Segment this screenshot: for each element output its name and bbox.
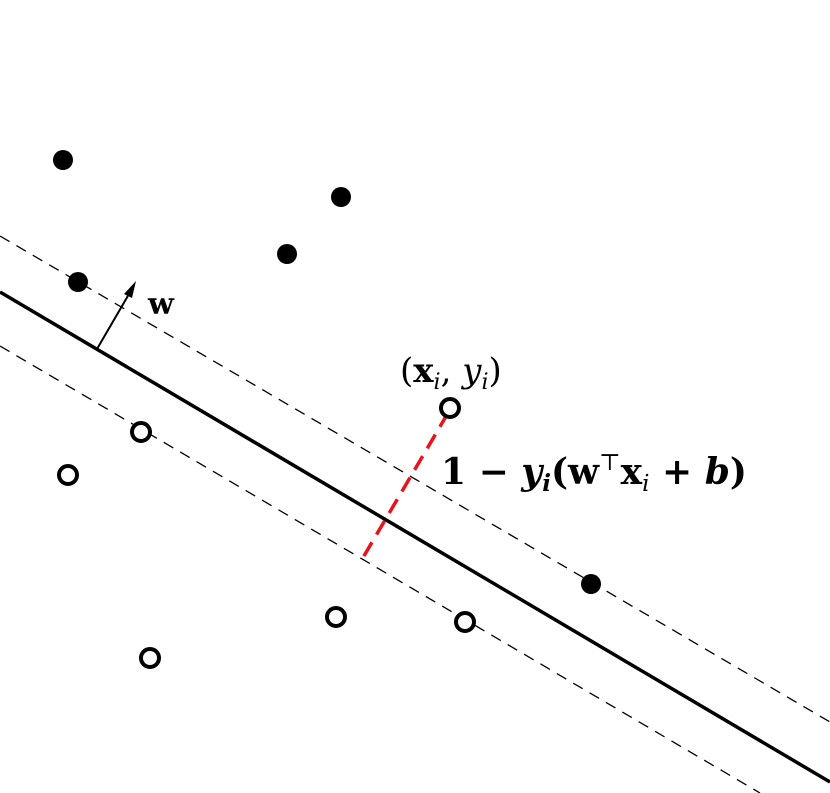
positive-point bbox=[331, 187, 351, 207]
point-label-close: ) bbox=[488, 351, 501, 391]
slack-label: 1 − yi(w⊤xi + b) bbox=[441, 450, 747, 497]
slack-label-y: y bbox=[520, 451, 544, 493]
point-label-x-subscript: i bbox=[434, 370, 441, 395]
positive-point bbox=[53, 150, 73, 170]
positive-point bbox=[277, 244, 297, 264]
slack-distance-line bbox=[359, 412, 450, 562]
slack-label-one-minus: 1 − bbox=[441, 451, 521, 493]
positive-point bbox=[581, 574, 601, 594]
negative-point bbox=[325, 606, 347, 628]
slack-label-x: x bbox=[621, 451, 643, 493]
slack-label-transpose: ⊤ bbox=[599, 450, 621, 476]
negative-points bbox=[57, 397, 476, 669]
violating-point bbox=[439, 397, 461, 419]
slack-label-paren-open: ( bbox=[551, 451, 568, 493]
positive-points bbox=[53, 150, 601, 594]
slack-label-b: b bbox=[705, 451, 730, 493]
normal-vector-label: w bbox=[147, 287, 175, 322]
point-label: (xi, yi) bbox=[400, 351, 502, 395]
positive-point bbox=[68, 272, 88, 292]
point-label-open: ( bbox=[400, 351, 413, 391]
negative-point bbox=[139, 647, 161, 669]
slack-label-x-subscript: i bbox=[642, 471, 649, 497]
upper-margin-line bbox=[0, 235, 830, 723]
slack-label-plus: + bbox=[649, 451, 704, 493]
lower-margin-line bbox=[0, 345, 761, 793]
point-label-y: y bbox=[460, 351, 482, 391]
point-label-y-subscript: i bbox=[481, 370, 488, 395]
slack-label-w: w bbox=[567, 451, 600, 493]
slack-label-y-subscript: i bbox=[542, 470, 551, 497]
negative-point bbox=[57, 464, 79, 486]
negative-point bbox=[454, 611, 476, 633]
point-label-comma: , bbox=[441, 351, 463, 391]
point-label-x: x bbox=[413, 351, 434, 391]
slack-label-paren-close: ) bbox=[730, 451, 747, 493]
decision-boundary bbox=[0, 290, 830, 784]
normal-vector-arrowhead bbox=[124, 281, 136, 298]
negative-point bbox=[130, 421, 152, 443]
normal-vector-shaft bbox=[96, 293, 130, 350]
